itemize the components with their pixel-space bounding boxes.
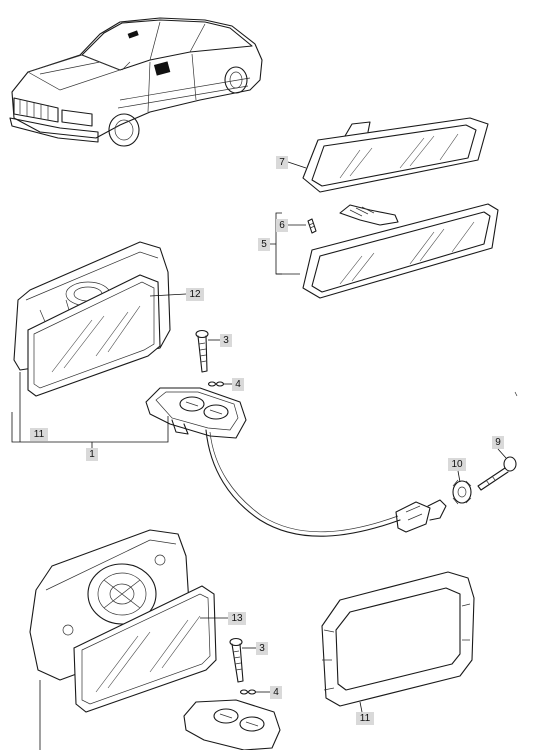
cable [205,429,401,537]
exterior-mirror-upper [13,241,171,397]
callout-3-upper: 3 [223,335,229,346]
interior-mirror-assembly [302,203,499,299]
connector [395,499,447,533]
callout-6: 6 [279,220,285,231]
callout-7: 7 [279,157,285,168]
pin-part-6 [307,218,317,234]
washer-part-4-lower [239,689,257,695]
callout-11-lower: 11 [360,713,371,724]
washer-part-4-upper [207,381,225,387]
callout-11-upper: 11 [34,429,45,440]
callout-4-lower: 4 [273,687,279,698]
mounting-base-upper [145,387,247,439]
callout-9: 9 [495,437,501,448]
mounting-base-lower [183,699,281,750]
bolt-part-3-lower [229,637,244,683]
callout-12: 12 [189,289,201,300]
mirror-frame [321,571,475,707]
car-illustration [9,17,263,147]
callout-3-lower: 3 [259,643,265,654]
callout-10: 10 [451,459,463,470]
callout-4-upper: 4 [235,379,241,390]
exterior-mirror-lower [29,529,217,713]
nut-part-10 [452,479,472,505]
interior-mirror-housing [302,117,489,193]
callout-5: 5 [261,239,267,250]
callout-1: 1 [89,449,95,460]
bolt-part-3-upper [195,329,209,373]
screw-part-9 [477,456,517,491]
callout-13: 13 [231,613,243,624]
bracket-1 [11,412,169,448]
